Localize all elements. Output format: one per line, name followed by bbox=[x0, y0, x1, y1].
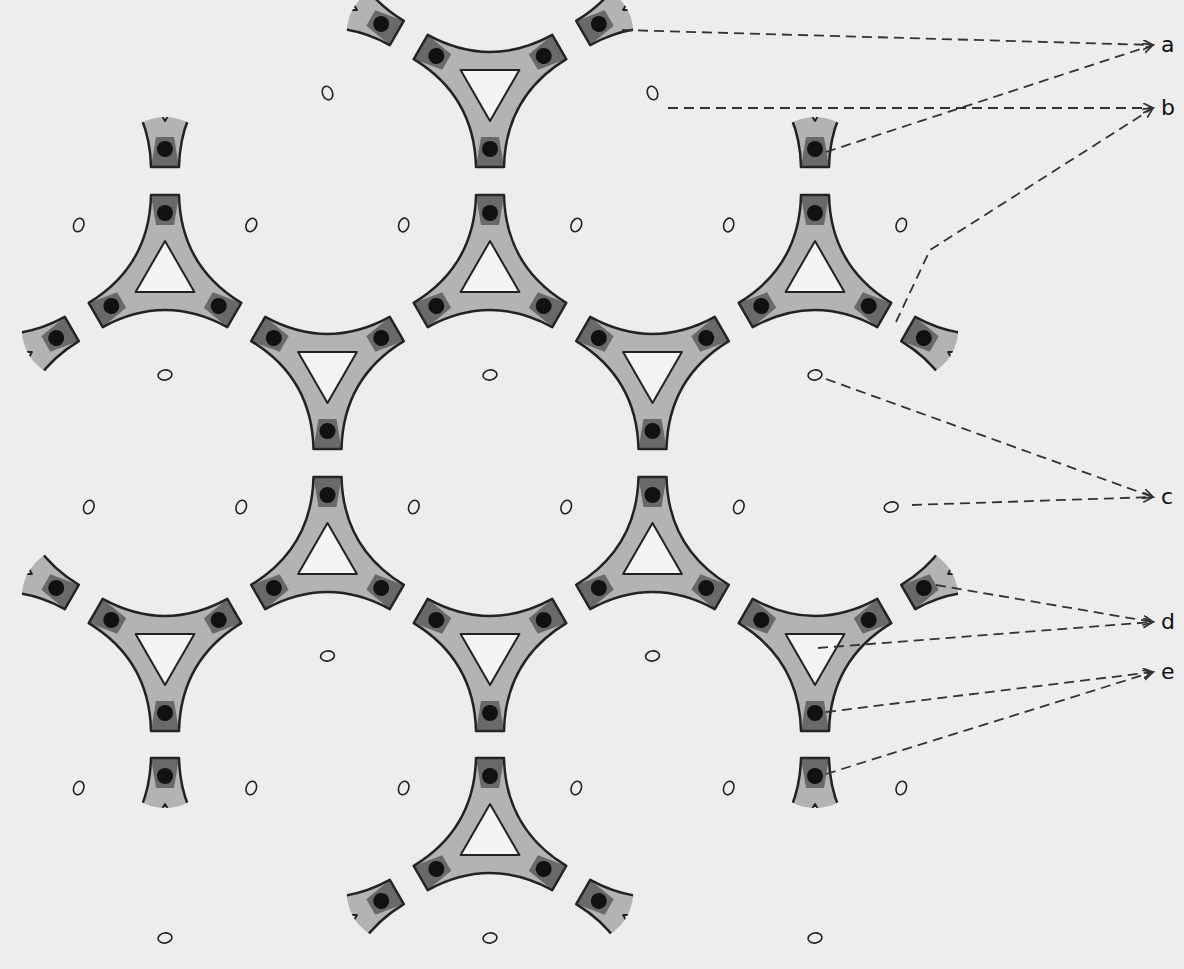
oval bbox=[397, 780, 411, 797]
triangle-unit bbox=[251, 477, 404, 609]
triangle-unit bbox=[576, 317, 729, 449]
oval bbox=[157, 369, 173, 381]
callout-letter: e bbox=[1160, 660, 1176, 684]
oval bbox=[72, 217, 86, 234]
unit-fragment bbox=[89, 758, 242, 890]
oval bbox=[482, 369, 498, 381]
leader-line bbox=[826, 672, 1153, 712]
oval bbox=[807, 932, 823, 944]
oval bbox=[559, 499, 573, 516]
unit-fragment bbox=[0, 477, 79, 609]
oval bbox=[894, 780, 908, 797]
triangle-unit bbox=[251, 317, 404, 449]
triangle-unit bbox=[739, 599, 892, 731]
oval bbox=[722, 217, 735, 233]
oval bbox=[482, 932, 498, 944]
oval bbox=[244, 780, 258, 797]
oval bbox=[732, 499, 746, 516]
unit-fragments bbox=[0, 0, 1054, 969]
leader-line bbox=[668, 107, 1153, 109]
leader-line bbox=[912, 497, 1153, 505]
oval bbox=[82, 499, 96, 516]
leader-line bbox=[826, 672, 1153, 774]
oval bbox=[569, 780, 583, 797]
oval bbox=[157, 932, 173, 944]
triangle-unit bbox=[89, 195, 242, 327]
oval bbox=[645, 85, 659, 102]
triangular-units bbox=[89, 35, 892, 890]
triangle-unit bbox=[739, 195, 892, 327]
unit-fragment bbox=[0, 317, 79, 449]
oval bbox=[894, 217, 908, 234]
leader-line bbox=[622, 30, 1153, 45]
unit-fragment bbox=[576, 0, 729, 45]
triangle-unit bbox=[414, 195, 567, 327]
unit-fragment bbox=[576, 880, 729, 969]
oval bbox=[883, 500, 899, 513]
unit-fragment bbox=[901, 317, 1054, 449]
triangle-unit bbox=[414, 599, 567, 731]
leader-line bbox=[826, 379, 1153, 497]
oval bbox=[807, 369, 823, 381]
oval bbox=[234, 499, 248, 516]
callout-letter: d bbox=[1160, 610, 1176, 634]
callout-letter: c bbox=[1160, 485, 1174, 509]
oval bbox=[320, 650, 336, 662]
oval bbox=[722, 780, 736, 797]
leader-line bbox=[818, 622, 1153, 648]
oval bbox=[72, 780, 86, 797]
leader-line bbox=[936, 585, 1153, 622]
oval bbox=[407, 499, 421, 516]
triangle-unit bbox=[576, 477, 729, 609]
oval bbox=[320, 85, 334, 102]
unit-fragment bbox=[901, 477, 1054, 609]
oval bbox=[244, 217, 259, 234]
oval bbox=[397, 217, 410, 233]
triangle-unit bbox=[414, 758, 567, 890]
leader-line bbox=[826, 45, 1153, 152]
oval bbox=[569, 217, 584, 234]
callout-letter: a bbox=[1160, 33, 1175, 57]
leader-line bbox=[896, 108, 1153, 322]
triangle-unit bbox=[89, 599, 242, 731]
triangle-unit bbox=[414, 35, 567, 167]
oval bbox=[645, 650, 661, 662]
unit-fragment bbox=[739, 35, 892, 167]
unit-fragment bbox=[251, 880, 404, 969]
callout-letter: b bbox=[1160, 96, 1176, 120]
unit-fragment bbox=[739, 758, 892, 890]
leader-lines bbox=[622, 30, 1153, 774]
small-ovals bbox=[72, 85, 909, 944]
unit-fragment bbox=[89, 35, 242, 167]
unit-fragment bbox=[251, 0, 404, 45]
